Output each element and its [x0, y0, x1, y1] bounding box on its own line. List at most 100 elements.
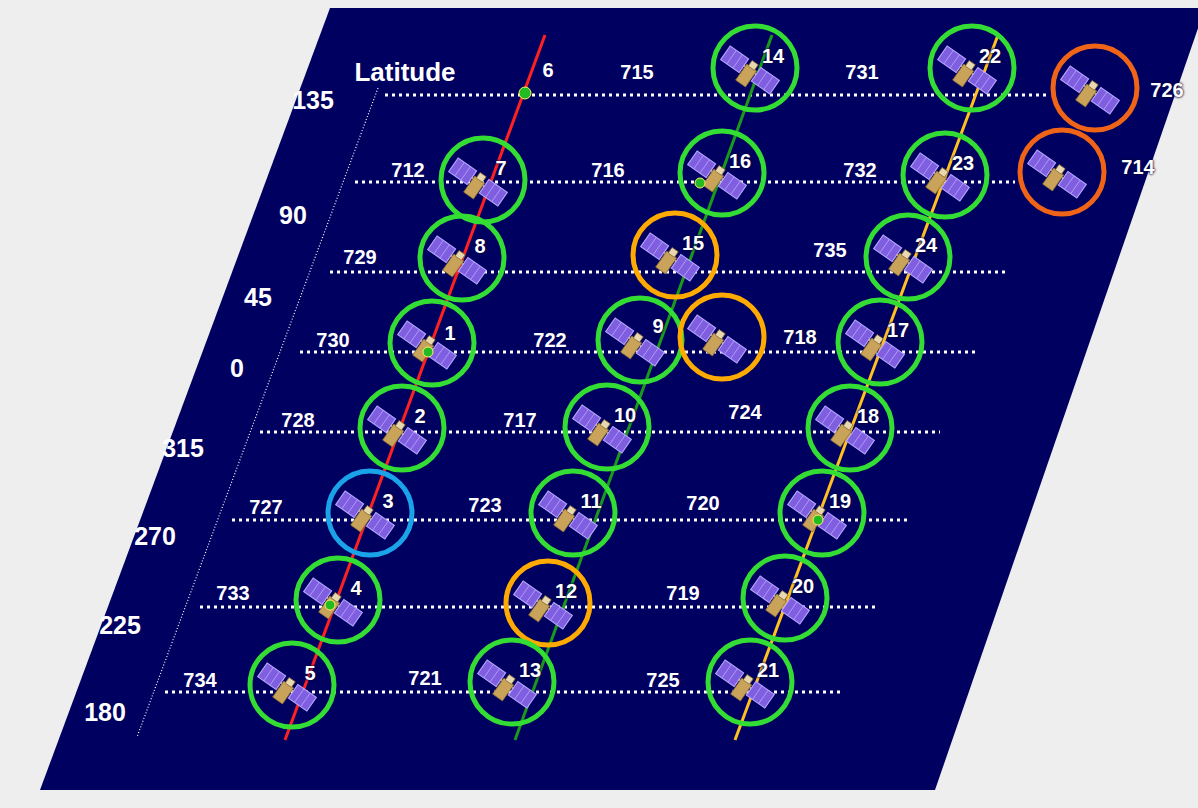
- satellite-number: 19: [829, 491, 851, 511]
- ring-outline: [248, 641, 336, 729]
- satellite-id: 734: [181, 670, 218, 690]
- satellite-number: 5: [304, 663, 315, 683]
- ring-outline: [358, 384, 446, 472]
- satellite-id: 725: [644, 670, 681, 690]
- ring-outline: [901, 131, 989, 219]
- satellite-ring: 16: [678, 129, 766, 217]
- ring-outline: [1018, 128, 1106, 216]
- ring-outline: [678, 129, 766, 217]
- ring-outline: [631, 211, 719, 299]
- satellite-ring: 24: [864, 213, 952, 301]
- satellite-icon: [444, 157, 508, 212]
- orbit-plane-line: [515, 35, 772, 740]
- satellite-id: 715: [618, 62, 655, 82]
- satellite-icon: [683, 314, 747, 369]
- ring-circle: [838, 300, 922, 384]
- satellite-slot-dots: [325, 87, 823, 610]
- satellite-number: 718: [783, 327, 816, 347]
- axis-tick-label: 180: [82, 700, 128, 725]
- satellite-ring: 10: [563, 383, 651, 471]
- satellite-ring: 11: [529, 469, 617, 557]
- satellite-id: 721: [406, 668, 443, 688]
- satellite-id: 727: [247, 497, 284, 517]
- satellite-id: 732: [841, 160, 878, 180]
- satellite-ring: 8: [418, 214, 506, 302]
- satellite-ring: 3: [326, 469, 414, 557]
- satellite-number: 16: [729, 151, 751, 171]
- ring-outline: [928, 24, 1016, 112]
- satellite-id: 719: [664, 583, 701, 603]
- satellite-ring: 23: [901, 131, 989, 219]
- ring-circle: [780, 471, 864, 555]
- ring-outline: [468, 638, 556, 726]
- ring-outline: [596, 296, 684, 384]
- ring-circle: [1053, 46, 1137, 130]
- ring-circle: [531, 471, 615, 555]
- ring-circle: [390, 301, 474, 385]
- ring-circle: [743, 556, 827, 640]
- satellite-id: 730: [314, 330, 351, 350]
- satellite-number: 18: [857, 406, 879, 426]
- axis-tick-label: 45: [242, 285, 274, 310]
- ring-circle: [250, 643, 334, 727]
- satellite-id: 722: [531, 330, 568, 350]
- satellite-ring: 15: [631, 211, 719, 299]
- ring-circle: [360, 386, 444, 470]
- satellite-ring: 12: [504, 559, 592, 647]
- ring-outline: [806, 384, 894, 472]
- satellite-number: 8: [474, 236, 485, 256]
- satellite-number: 726: [1150, 80, 1183, 100]
- ring-outline: [836, 298, 924, 386]
- satellite-icon: [393, 320, 457, 375]
- satellite-ring: 5: [248, 641, 336, 729]
- ring-circle: [296, 558, 380, 642]
- axis-title: Latitude: [352, 59, 457, 85]
- satellite-number: 15: [682, 233, 704, 253]
- orbit-plane-line: [735, 35, 998, 740]
- axis-tick-label: 270: [132, 524, 178, 549]
- ring-circle: [470, 640, 554, 724]
- satellite-ring: 17: [836, 298, 924, 386]
- satellite-number: 3: [382, 491, 393, 511]
- satellite-id: 724: [726, 402, 763, 422]
- satellite-ring: 1: [388, 299, 476, 387]
- satellite-number: 2: [414, 406, 425, 426]
- satellite-number: 1: [444, 323, 455, 343]
- satellite-number: 23: [952, 153, 974, 173]
- ring-outline: [439, 136, 527, 224]
- satellite-icon: [299, 577, 363, 632]
- ring-outline: [504, 559, 592, 647]
- ring-circle: [903, 133, 987, 217]
- satellite-number: 13: [519, 660, 541, 680]
- ring-circle: [441, 138, 525, 222]
- satellite-ring: 4: [294, 556, 382, 644]
- ring-outline: [778, 469, 866, 557]
- satellite-ring: 18: [806, 384, 894, 472]
- satellite-id: 716: [589, 160, 626, 180]
- ring-outline: [529, 469, 617, 557]
- satellite-number: 14: [762, 46, 784, 66]
- satellite-ring: 726: [1051, 44, 1139, 132]
- ring-outline: [326, 469, 414, 557]
- satellite-id: 720: [684, 493, 721, 513]
- satellite-id: 717: [501, 410, 538, 430]
- satellite-number: 21: [757, 660, 779, 680]
- satellite-ring: 9: [596, 296, 684, 384]
- ring-circle: [328, 471, 412, 555]
- latitude-lines: [165, 95, 1050, 692]
- ring-outline: [741, 554, 829, 642]
- ring-circle: [1020, 130, 1104, 214]
- background-plane: [40, 8, 1198, 790]
- satellite-ring: 20: [741, 554, 829, 642]
- ring-circle: [680, 295, 764, 379]
- satellite-number: 11: [580, 491, 601, 511]
- satellite-ring: 13: [468, 638, 556, 726]
- ring-circle: [866, 215, 950, 299]
- axis-tick-label: 225: [97, 613, 143, 638]
- satellite-id: 731: [843, 62, 880, 82]
- ring-outline: [418, 214, 506, 302]
- satellite-icon: [331, 490, 395, 545]
- satellite-number: 12: [555, 581, 577, 601]
